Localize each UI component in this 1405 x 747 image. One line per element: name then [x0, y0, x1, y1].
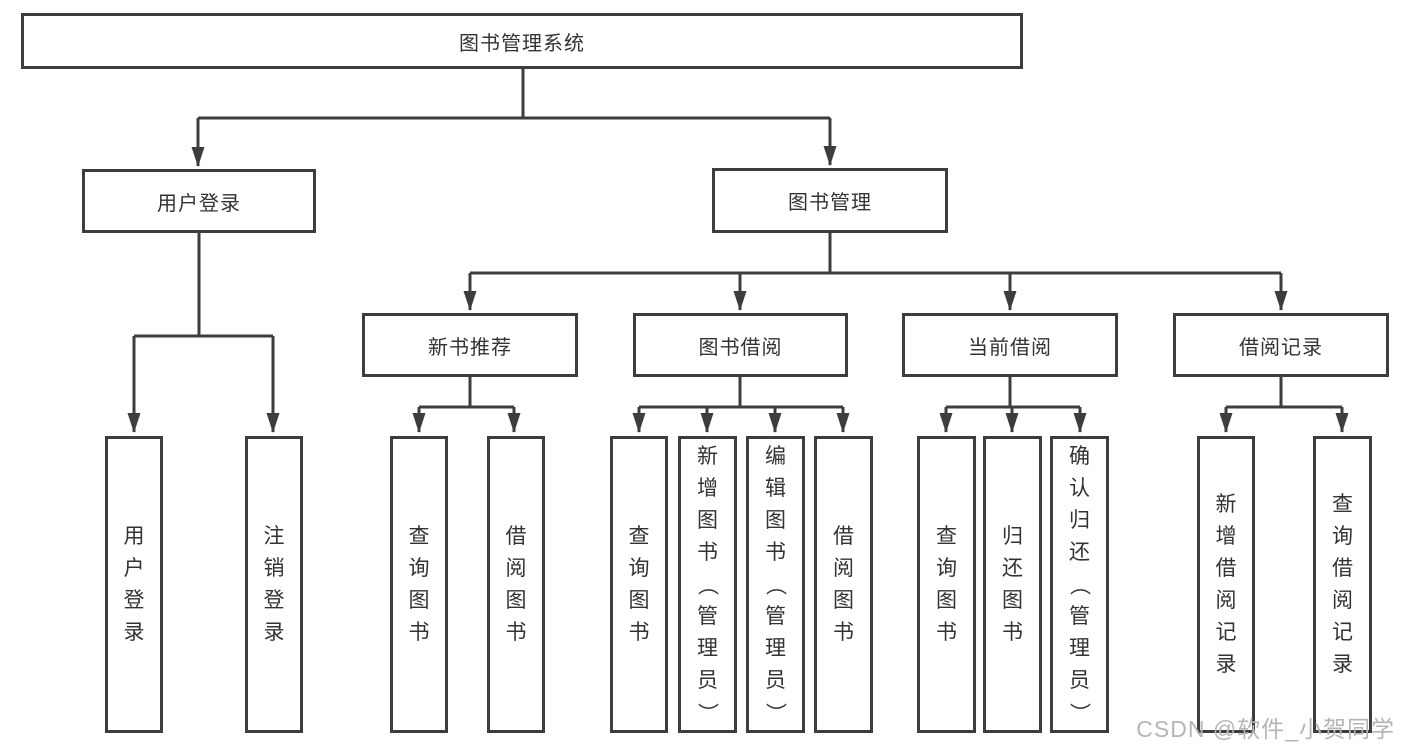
leaf-query-books-recommend-label: 查询图书: [408, 525, 430, 644]
node-book-management: 图书管理: [712, 168, 948, 233]
leaf-logout-label: 注销登录: [263, 525, 285, 644]
leaf-user-login-label: 用户登录: [123, 525, 145, 644]
leaf-query-borrow-record: 查询借阅记录: [1313, 436, 1372, 733]
leaf-query-books-borrow: 查询图书: [610, 436, 668, 733]
leaf-return-books-label: 归还图书: [1002, 525, 1023, 644]
leaf-add-borrow-record-label: 新增借阅记录: [1215, 493, 1237, 676]
leaf-confirm-return-admin: 确认归还（管理员）: [1050, 436, 1109, 733]
leaf-borrow-books-label: 借阅图书: [833, 525, 854, 644]
leaf-confirm-return-admin-label: 确认归还（管理员）: [1068, 445, 1091, 723]
node-current-borrow-label: 当前借阅: [968, 336, 1052, 359]
leaf-add-borrow-record: 新增借阅记录: [1197, 436, 1255, 733]
node-new-book-recommend: 新书推荐: [362, 313, 578, 377]
leaf-query-borrow-record-label: 查询借阅记录: [1332, 493, 1353, 676]
node-new-book-recommend-label: 新书推荐: [428, 336, 512, 359]
leaf-add-books-admin-label: 新增图书（管理员）: [696, 445, 719, 723]
leaf-user-login: 用户登录: [105, 436, 163, 733]
leaf-logout: 注销登录: [245, 436, 303, 733]
node-user-login-label: 用户登录: [157, 192, 241, 215]
node-book-management-label: 图书管理: [788, 192, 872, 214]
node-borrow-records: 借阅记录: [1173, 313, 1389, 377]
node-book-borrow-label: 图书借阅: [698, 336, 783, 359]
node-root-library-system: 图书管理系统: [21, 13, 1023, 69]
leaf-query-books-recommend: 查询图书: [390, 436, 448, 733]
node-book-borrow: 图书借阅: [633, 313, 848, 377]
leaf-borrow-books-recommend-label: 借阅图书: [505, 525, 527, 644]
leaf-query-books-borrow-label: 查询图书: [628, 525, 650, 644]
leaf-add-books-admin: 新增图书（管理员）: [678, 436, 737, 733]
leaf-return-books: 归还图书: [983, 436, 1042, 733]
leaf-edit-books-admin: 编辑图书（管理员）: [746, 436, 805, 733]
leaf-edit-books-admin-label: 编辑图书（管理员）: [764, 445, 787, 723]
watermark: CSDN @软件_小贺同学: [1136, 716, 1395, 742]
leaf-borrow-books: 借阅图书: [814, 436, 873, 733]
node-root-label: 图书管理系统: [459, 32, 585, 55]
leaf-borrow-books-recommend: 借阅图书: [487, 436, 545, 733]
node-current-borrow: 当前借阅: [902, 313, 1118, 377]
leaf-query-books-current: 查询图书: [917, 436, 976, 733]
node-borrow-records-label: 借阅记录: [1239, 336, 1323, 359]
leaf-query-books-current-label: 查询图书: [936, 525, 957, 644]
node-user-login: 用户登录: [82, 169, 316, 233]
